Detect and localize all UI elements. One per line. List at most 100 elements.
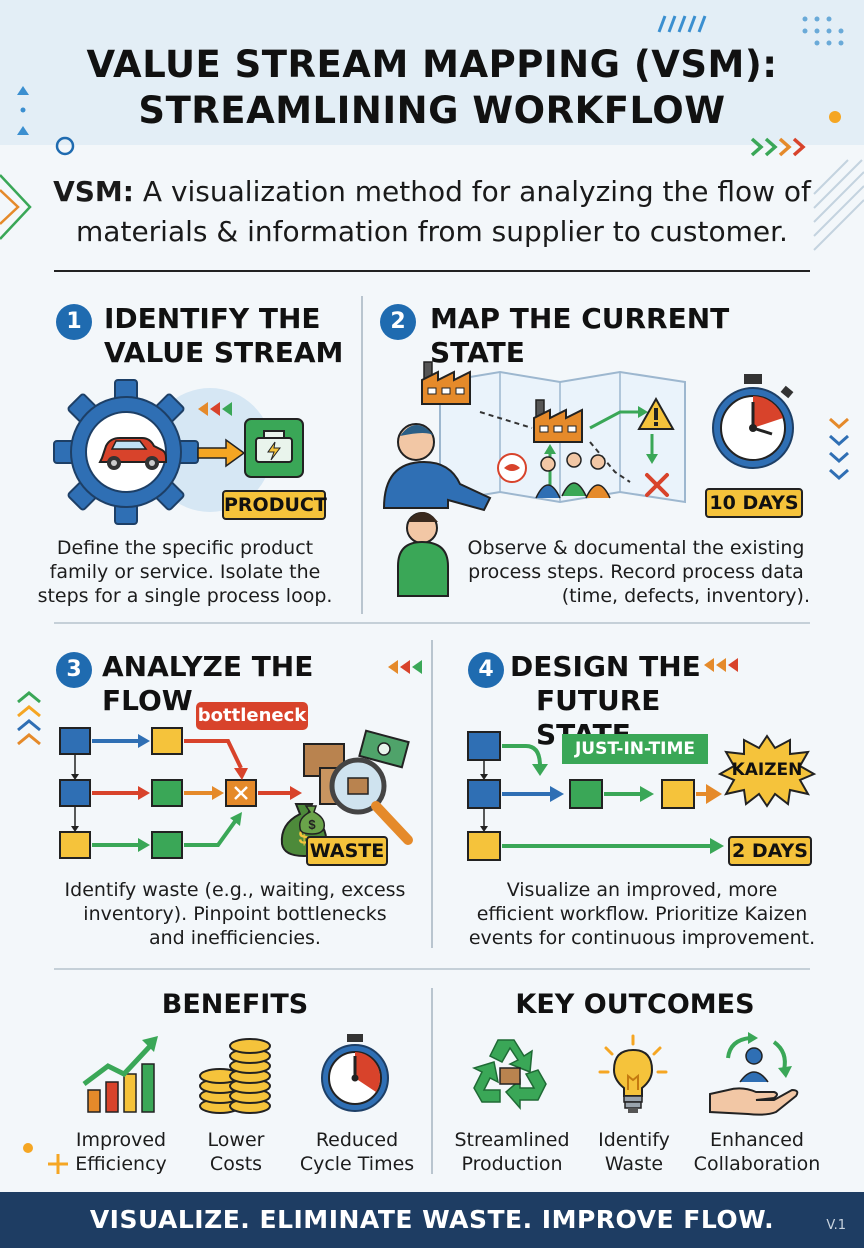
benefit-2-line-2: Costs	[209, 1153, 263, 1175]
benefit-1-line-2: Efficiency	[75, 1153, 167, 1175]
outcome-2-line-2: Waste	[604, 1153, 664, 1175]
benefit-reduced-cycle-times: Reduced Cycle Times	[294, 1128, 420, 1176]
growth-chart-icon	[82, 1036, 158, 1113]
decorative-circle-icon	[55, 136, 75, 156]
step-4-title-line-1: DESIGN THE	[510, 650, 701, 683]
horizontal-divider-middle	[54, 622, 810, 624]
step-3-title: ANALYZE THE FLOW	[102, 650, 402, 718]
decorative-plus-icon	[23, 1143, 68, 1174]
footer-slogan: VISUALIZE. ELIMINATE WASTE. IMPROVE FLOW…	[89, 1205, 775, 1234]
outcome-identify-waste: Identify Waste	[584, 1128, 684, 1176]
decorative-chevrons-left-icon	[17, 691, 41, 746]
vertical-divider-middle	[431, 640, 433, 948]
step-4-title: DESIGN THE FUTURE STATE	[510, 650, 750, 752]
step-4-description: Visualize an improved, more efficient wo…	[462, 878, 822, 950]
just-in-time-banner: JUST-IN-TIME	[562, 734, 708, 764]
product-tag: PRODUCT	[222, 490, 327, 520]
step-3-number: 3	[56, 652, 92, 688]
step-2-desc-line-2: process steps. Record process data	[468, 561, 804, 583]
step-2-desc-line-1: Observe & documental the existing	[467, 537, 805, 559]
step-1-title-line-2: VALUE STREAM	[104, 336, 344, 369]
step-1-title-line-1: IDENTIFY THE	[104, 302, 321, 335]
intro-term: VSM:	[53, 175, 134, 208]
vertical-divider-top	[361, 296, 363, 614]
outcome-streamlined-production: Streamlined Production	[446, 1128, 578, 1176]
vertical-divider-bottom	[431, 988, 433, 1174]
outcome-1-line-2: Production	[461, 1153, 563, 1175]
step-3-desc-line-1: Identify waste (e.g., waiting, excess	[64, 879, 406, 901]
decorative-stripes-icon	[657, 15, 707, 33]
step-1-number: 1	[56, 304, 92, 340]
decorative-chevrons-right-icon	[829, 417, 849, 481]
svg-text:$: $	[298, 827, 309, 849]
money-bag-icon: $	[298, 805, 326, 835]
factory-icon	[421, 361, 471, 405]
benefit-3-line-2: Cycle Times	[299, 1153, 415, 1175]
decorative-dots-icon	[802, 16, 844, 46]
outcome-1-line-1: Streamlined	[454, 1129, 570, 1151]
page-title: VALUE STREAM MAPPING (VSM): STREAMLINING…	[40, 42, 824, 134]
step-2-title-line-1: MAP THE CURRENT STATE	[430, 302, 730, 369]
mini-chevrons-icon	[388, 660, 422, 674]
waste-tag: WASTE	[306, 836, 388, 866]
mini-chevrons-icon	[704, 658, 738, 672]
benefit-1-line-1: Improved	[75, 1129, 167, 1151]
ten-days-tag: 10 DAYS	[705, 488, 803, 518]
step-1-desc-line-1: Define the specific product	[56, 537, 314, 559]
step-4-desc-line-3: events for continuous improvement.	[468, 927, 816, 949]
step-2-title: MAP THE CURRENT STATE	[430, 302, 830, 370]
bottleneck-bubble: bottleneck	[196, 702, 308, 730]
hand-people-icon	[709, 1032, 799, 1116]
step-3-description: Identify waste (e.g., waiting, excess in…	[50, 878, 420, 950]
key-outcomes-heading: KEY OUTCOMES	[515, 989, 755, 1020]
intro-text: A visualization method for analyzing the…	[76, 175, 811, 248]
benefit-3-line-1: Reduced	[315, 1129, 399, 1151]
step-3-title-line-1: ANALYZE THE FLOW	[102, 650, 314, 717]
step-4-number: 4	[468, 652, 504, 688]
engine-icon	[244, 418, 304, 478]
person-pointing-icon	[382, 423, 492, 597]
decorative-chevrons-icon	[750, 137, 806, 157]
stopwatch-icon	[321, 1034, 389, 1112]
outcome-2-line-1: Identify	[598, 1129, 670, 1151]
benefit-lower-costs: Lower Costs	[184, 1128, 288, 1176]
step-1-title: IDENTIFY THE VALUE STREAM	[104, 302, 344, 370]
mini-chevrons-icon	[198, 402, 232, 416]
outcome-3-line-2: Collaboration	[693, 1153, 821, 1175]
decorative-dot-icon	[829, 111, 841, 123]
error-cross-icon	[645, 473, 669, 497]
arrow-right-icon	[197, 438, 246, 468]
step-4-desc-line-2: efficient workflow. Prioritize Kaizen	[476, 903, 808, 925]
version-label: V.1	[826, 1218, 846, 1233]
step-1-desc-line-2: family or service. Isolate the	[49, 561, 321, 583]
benefit-improved-efficiency: Improved Efficiency	[60, 1128, 182, 1176]
step-3-desc-line-3: and inefficiencies.	[149, 927, 321, 949]
title-line-1: VALUE STREAM MAPPING (VSM):	[86, 43, 778, 86]
horizontal-divider-bottom	[54, 968, 810, 970]
decorative-triangles-icon	[17, 86, 29, 135]
stopwatch-icon	[712, 374, 794, 469]
benefit-2-line-1: Lower	[207, 1129, 265, 1151]
outcome-enhanced-collaboration: Enhanced Collaboration	[686, 1128, 828, 1176]
flow-diagram-icon	[467, 731, 724, 861]
step-4-desc-line-1: Visualize an improved, more	[506, 879, 778, 901]
step-3-desc-line-2: inventory). Pinpoint bottlenecks	[83, 903, 387, 925]
decorative-hatch-right-icon	[813, 159, 864, 251]
header-band	[0, 0, 864, 145]
step-1-description: Define the specific product family or se…	[30, 536, 340, 608]
footer-band	[0, 1192, 864, 1248]
benefits-heading: BENEFITS	[161, 989, 309, 1020]
flow-diagram-icon	[59, 727, 302, 859]
warning-icon	[637, 396, 675, 430]
title-line-2: STREAMLINING WORKFLOW	[138, 89, 726, 132]
intro-divider	[54, 270, 810, 272]
lightbulb-icon	[598, 1034, 668, 1113]
outcome-3-line-1: Enhanced	[710, 1129, 804, 1151]
car-icon	[98, 437, 167, 470]
magnifier-icon	[303, 729, 413, 845]
coin-stack-icon	[199, 1038, 271, 1114]
factory-icon	[533, 399, 583, 443]
two-days-tag: 2 DAYS	[728, 836, 812, 866]
recycle-icon	[471, 1039, 547, 1110]
